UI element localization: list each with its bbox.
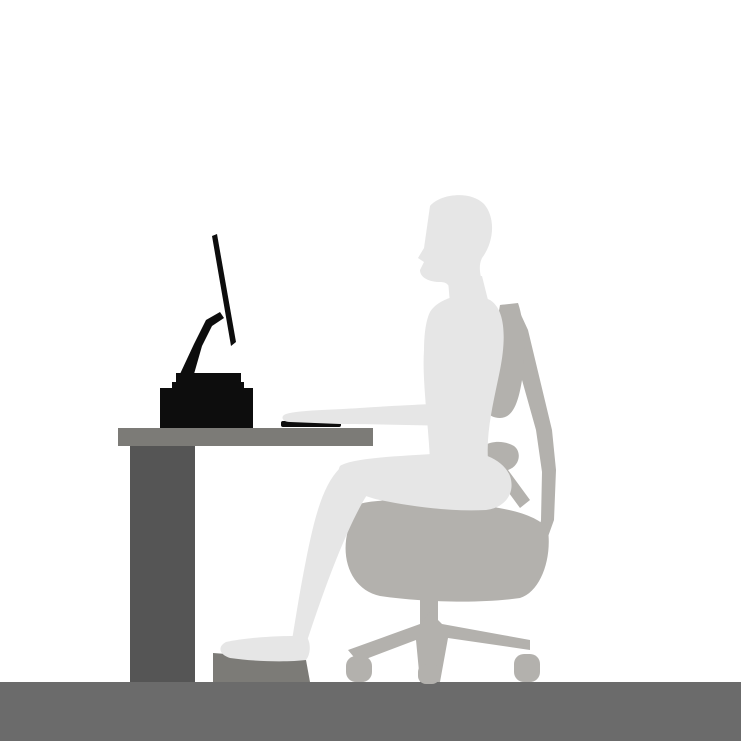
desk-top — [118, 428, 373, 446]
desk-leg — [130, 446, 195, 682]
seated-figure — [220, 195, 512, 662]
office-chair — [345, 303, 556, 684]
chair-seat — [345, 499, 549, 602]
figure-foot — [220, 636, 310, 662]
chair-caster-right — [514, 654, 540, 682]
monitor-screen — [212, 234, 236, 346]
chair-back-frame — [500, 304, 556, 548]
figure-thigh — [338, 450, 512, 511]
monitor-stand — [180, 312, 224, 374]
chair-caster-left — [346, 656, 372, 682]
figure-upper-arm — [467, 315, 501, 429]
riser-box — [160, 388, 253, 428]
riser-plate-upper — [176, 373, 241, 383]
figure-forearm — [282, 403, 490, 426]
chair-caster-front — [418, 664, 440, 684]
riser-plate-lower — [172, 382, 244, 389]
monitor-riser — [160, 373, 253, 428]
monitor — [180, 234, 236, 374]
figure-lower-leg — [292, 468, 372, 644]
floor — [0, 682, 741, 741]
chair-base — [348, 612, 530, 682]
desk — [118, 428, 373, 682]
figure-head — [418, 195, 493, 296]
